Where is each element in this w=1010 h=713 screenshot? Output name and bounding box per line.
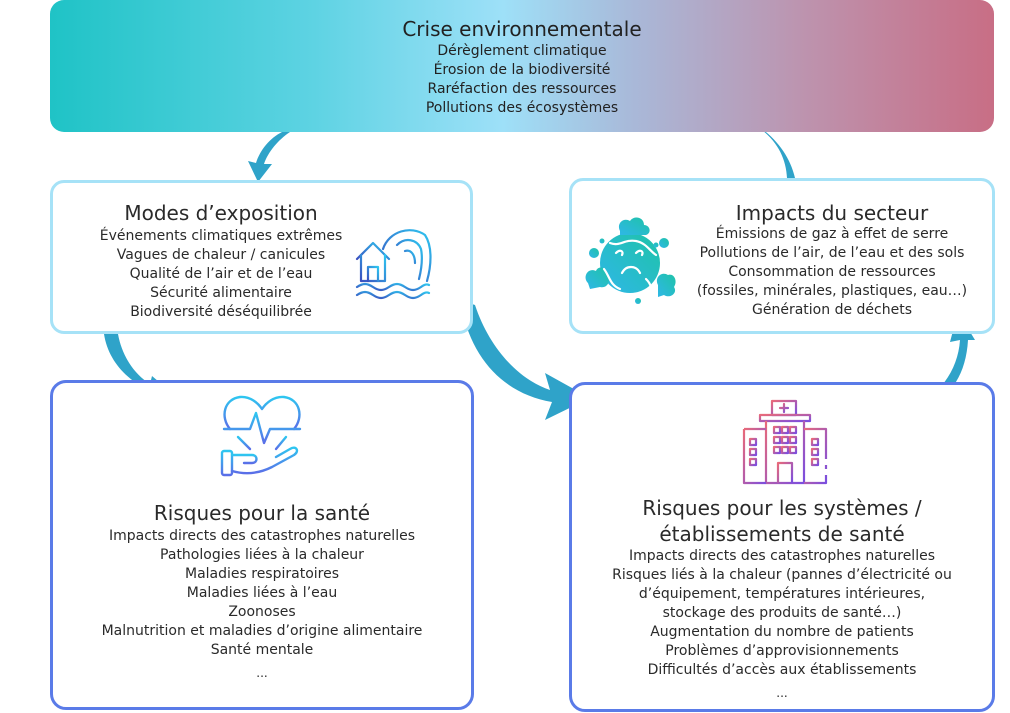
sector-impacts-box: Impacts du secteur Émissions de gaz à ef… <box>569 178 995 334</box>
sector-impacts-item: Consommation de ressources <box>728 264 936 280</box>
system-risks-box: Risques pour les systèmes / établissemen… <box>569 382 995 712</box>
health-risks-item: Zoonoses <box>228 604 296 620</box>
exposure-item: Qualité de l’air et de l’eau <box>129 266 313 282</box>
system-risks-item: Augmentation du nombre de patients <box>650 624 914 640</box>
system-risks-item: d’équipement, températures intérieures, <box>638 586 926 602</box>
hospital-icon <box>742 399 828 485</box>
exposure-item: Sécurité alimentaire <box>150 285 292 301</box>
flood-house-icon <box>355 229 432 300</box>
crisis-title: Crise environnementale <box>402 17 642 41</box>
exposure-box: Modes d’exposition Événements climatique… <box>50 180 473 334</box>
health-risks-box: Risques pour la santé Impacts directs de… <box>50 380 474 710</box>
system-risks-item: stockage des produits de santé…) <box>662 605 902 621</box>
crisis-item: Dérèglement climatique <box>437 43 607 59</box>
exposure-item: Vagues de chaleur / canicules <box>116 247 326 263</box>
exposure-item: Biodiversité déséquilibrée <box>130 304 312 320</box>
sector-impacts-item: Pollutions de l’air, de l’eau et des sol… <box>699 245 965 261</box>
system-risks-more: ... <box>776 686 788 700</box>
sector-impacts-item: Génération de déchets <box>752 302 912 318</box>
system-risks-title: établissements de santé <box>659 522 905 546</box>
health-risks-item: Impacts directs des catastrophes naturel… <box>109 528 415 544</box>
arrow-crisis-to-exposure <box>248 132 290 182</box>
sector-impacts-item: Émissions de gaz à effet de serre <box>715 226 949 242</box>
health-risks-item: Maladies respiratoires <box>184 566 340 582</box>
exposure-item: Événements climatiques extrêmes <box>99 228 343 244</box>
health-risks-item: Maladies liées à l’eau <box>186 585 338 601</box>
health-risks-item: Malnutrition et maladies d’origine alime… <box>101 623 423 639</box>
exposure-title: Modes d’exposition <box>124 201 318 225</box>
sector-impacts-item: (fossiles, minérales, plastiques, eau…) <box>696 283 968 299</box>
health-risks-more: ... <box>256 666 268 680</box>
sector-impacts-title: Impacts du secteur <box>735 201 929 225</box>
crisis-item: Érosion de la biodiversité <box>433 62 611 78</box>
system-risks-item: Risques liés à la chaleur (pannes d’élec… <box>612 567 952 583</box>
system-risks-title: Risques pour les systèmes / <box>642 496 922 520</box>
system-risks-item: Impacts directs des catastrophes naturel… <box>629 548 935 564</box>
system-risks-item: Problèmes d’approvisionnements <box>665 643 899 659</box>
health-risks-item: Pathologies liées à la chaleur <box>160 547 364 563</box>
crisis-box: Crise environnementale Dérèglement clima… <box>50 0 994 132</box>
health-risks-item: Santé mentale <box>210 642 314 658</box>
crisis-item: Pollutions des écosystèmes <box>425 100 619 116</box>
system-risks-item: Difficultés d’accès aux établissements <box>647 662 917 678</box>
heart-hand-icon <box>220 395 302 477</box>
health-risks-title: Risques pour la santé <box>153 501 371 525</box>
sad-earth-icon <box>585 217 676 304</box>
crisis-item: Raréfaction des ressources <box>427 81 617 97</box>
